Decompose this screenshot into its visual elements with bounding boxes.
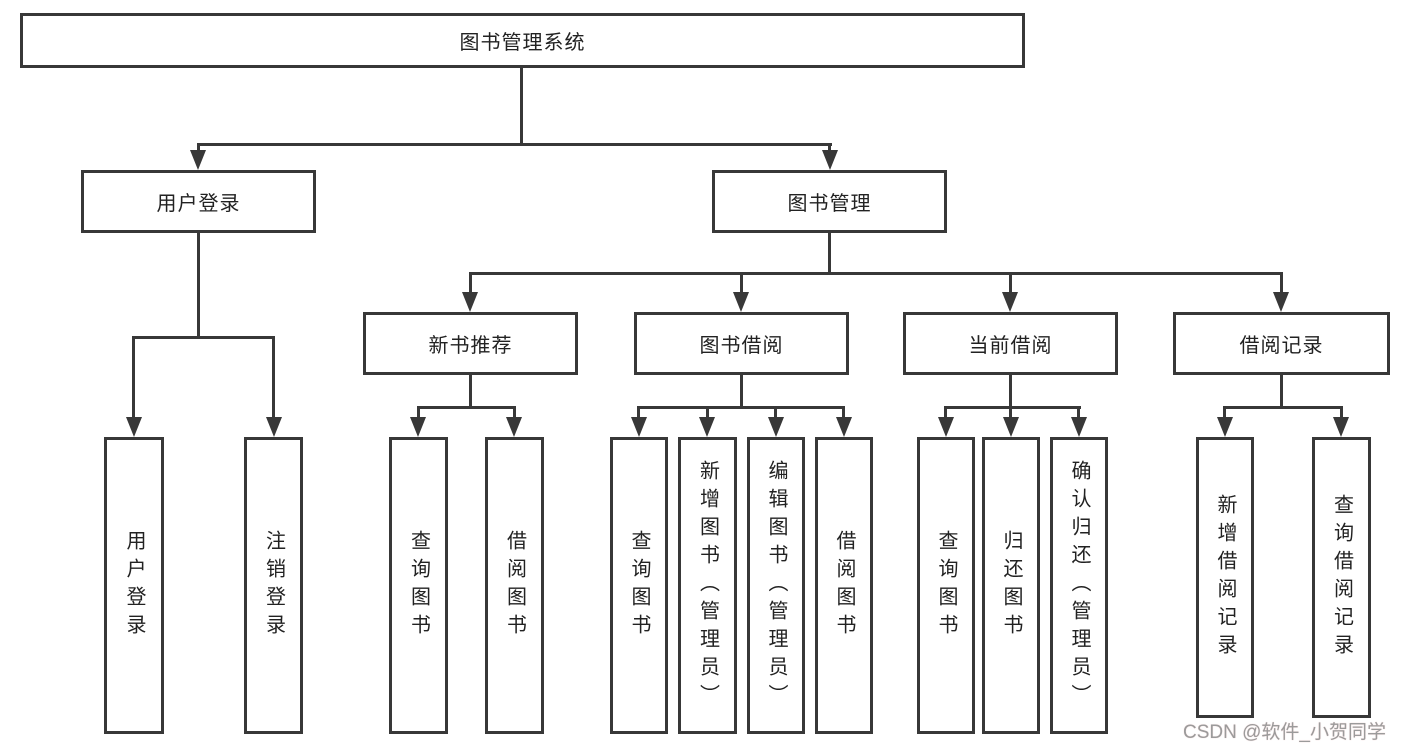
connector-drop: [828, 143, 831, 153]
connector-rail: [944, 406, 1081, 409]
connector-level3-rail: [469, 272, 1283, 275]
node-user-login: 用户登录: [81, 170, 316, 233]
arrow-down-icon: [699, 417, 715, 437]
arrow-down-icon: [1002, 292, 1018, 312]
connector-drop: [1077, 406, 1080, 421]
connector-drop: [469, 272, 472, 292]
leaf-label: 借阅图书: [833, 529, 855, 642]
connector-drop: [944, 406, 947, 421]
leaf-query-borrow-record: 查询借阅记录: [1312, 437, 1371, 718]
node-label: 新书推荐: [428, 335, 513, 357]
node-label: 图书管理: [787, 193, 872, 215]
connector-drop: [197, 143, 200, 153]
node-root: 图书管理系统: [20, 13, 1025, 68]
connector-drop: [1223, 406, 1226, 421]
leaf-label: 编辑图书（管理员）: [765, 459, 787, 712]
csdn-watermark: CSDN @软件_小贺同学: [1183, 722, 1386, 743]
arrow-down-icon: [836, 417, 852, 437]
node-label: 借阅记录: [1239, 335, 1324, 357]
leaf-label: 查询借阅记录: [1330, 493, 1353, 662]
leaf-return-book: 归还图书: [982, 437, 1040, 734]
leaf-add-borrow-record: 新增借阅记录: [1196, 437, 1254, 718]
arrow-down-icon: [1003, 417, 1019, 437]
arrow-down-icon: [1217, 417, 1233, 437]
connector-stem: [828, 233, 831, 272]
node-label: 用户登录: [156, 193, 241, 215]
connector-drop: [637, 406, 640, 421]
node-borrow-record: 借阅记录: [1173, 312, 1390, 375]
arrow-down-icon: [1071, 417, 1087, 437]
arrow-down-icon: [506, 417, 522, 437]
connector-rail: [132, 336, 275, 339]
connector-root-stem: [520, 68, 523, 143]
leaf-query-book-1: 查询图书: [389, 437, 448, 734]
leaf-label: 查询图书: [628, 529, 650, 642]
node-current-borrow: 当前借阅: [903, 312, 1118, 375]
connector-drop: [513, 406, 516, 421]
leaf-label: 归还图书: [1000, 529, 1022, 642]
leaf-logout: 注销登录: [244, 437, 303, 734]
leaf-borrow-book-2: 借阅图书: [815, 437, 873, 734]
arrow-down-icon: [410, 417, 426, 437]
leaf-confirm-return-admin: 确认归还（管理员）: [1050, 437, 1108, 734]
arrow-down-icon: [1273, 292, 1289, 312]
leaf-label: 确认归还（管理员）: [1068, 459, 1090, 712]
connector-drop: [1280, 272, 1283, 292]
node-label: 图书借阅: [699, 335, 784, 357]
connector-stem: [1280, 375, 1283, 406]
leaf-label: 新增借阅记录: [1214, 493, 1236, 662]
connector-level2-rail: [197, 143, 832, 146]
leaf-edit-book-admin: 编辑图书（管理员）: [747, 437, 805, 734]
arrow-down-icon: [938, 417, 954, 437]
connector-stem: [197, 233, 200, 336]
arrow-down-icon: [822, 150, 838, 170]
leaf-add-book-admin: 新增图书（管理员）: [678, 437, 737, 734]
connector-drop: [740, 272, 743, 292]
node-root-label: 图书管理系统: [459, 32, 586, 54]
connector-drop: [706, 406, 709, 421]
connector-rail: [637, 406, 845, 409]
node-new-book-recommend: 新书推荐: [363, 312, 578, 375]
leaf-label: 新增图书（管理员）: [696, 459, 719, 712]
leaf-label: 查询图书: [407, 529, 430, 642]
node-book-management: 图书管理: [712, 170, 947, 233]
arrow-down-icon: [768, 417, 784, 437]
leaf-query-book-2: 查询图书: [610, 437, 668, 734]
leaf-label: 用户登录: [123, 529, 145, 642]
connector-stem: [740, 375, 743, 406]
node-book-borrow: 图书借阅: [634, 312, 849, 375]
connector-drop: [842, 406, 845, 421]
leaf-label: 注销登录: [262, 529, 285, 642]
leaf-user-login: 用户登录: [104, 437, 164, 734]
leaf-borrow-book-1: 借阅图书: [485, 437, 544, 734]
arrow-down-icon: [1333, 417, 1349, 437]
connector-drop: [1009, 272, 1012, 292]
connector-drop: [774, 406, 777, 421]
leaf-label: 借阅图书: [503, 529, 526, 642]
connector-stem: [469, 375, 472, 406]
connector-drop: [1340, 406, 1343, 421]
arrow-down-icon: [462, 292, 478, 312]
arrow-down-icon: [266, 417, 282, 437]
arrow-down-icon: [631, 417, 647, 437]
leaf-query-book-3: 查询图书: [917, 437, 975, 734]
arrow-down-icon: [126, 417, 142, 437]
arrow-down-icon: [190, 150, 206, 170]
connector-drop: [132, 336, 135, 420]
connector-drop: [272, 336, 275, 420]
connector-rail: [417, 406, 516, 409]
leaf-label: 查询图书: [935, 529, 957, 642]
connector-rail: [1223, 406, 1343, 409]
connector-drop: [417, 406, 420, 421]
arrow-down-icon: [733, 292, 749, 312]
connector-stem: [1009, 375, 1012, 406]
connector-drop: [1009, 406, 1012, 421]
node-label: 当前借阅: [968, 335, 1053, 357]
